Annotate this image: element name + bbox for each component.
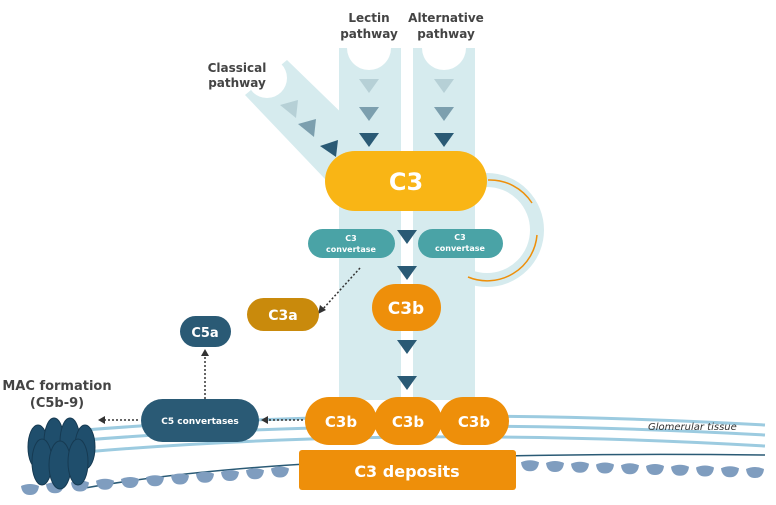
podocyte-foot xyxy=(721,466,739,478)
svg-text:C3: C3 xyxy=(345,234,356,243)
podocyte-foot xyxy=(246,468,264,480)
c3b-deposit-3: C3b xyxy=(439,397,509,445)
c3b-deposit-2: C3b xyxy=(374,397,442,445)
c3-deposits-node: C3 deposits xyxy=(299,450,516,490)
lectin-band xyxy=(339,48,401,400)
svg-text:convertase: convertase xyxy=(435,244,486,253)
c3b-node: C3b xyxy=(372,284,441,331)
mac-complex-icon xyxy=(27,417,96,490)
podocyte-foot xyxy=(671,464,689,476)
svg-text:C3: C3 xyxy=(389,168,423,196)
podocyte-foot xyxy=(196,471,214,483)
podocyte-foot xyxy=(221,470,239,481)
pathway-arrows xyxy=(280,79,454,390)
mac-label: MAC formation(C5b-9) xyxy=(2,379,111,411)
tissue-label: Glomerular tissue xyxy=(648,422,737,433)
pathway-bands xyxy=(245,48,544,400)
svg-text:convertase: convertase xyxy=(326,245,377,254)
podocyte-foot xyxy=(121,477,139,488)
svg-text:C3: C3 xyxy=(454,233,465,242)
podocyte-foot xyxy=(746,467,764,479)
loop-arrow-bottom xyxy=(467,234,538,282)
podocyte-foot xyxy=(171,473,189,485)
podocyte-foot xyxy=(546,461,564,473)
podocyte-foot xyxy=(146,475,164,487)
podocyte-foot xyxy=(696,465,714,477)
podocyte-foot xyxy=(621,463,639,475)
podocyte-foot xyxy=(596,462,614,474)
svg-text:C5 convertases: C5 convertases xyxy=(161,417,239,427)
c3b-deposit-1: C3b xyxy=(305,397,377,445)
c3-convertase-left: C3 convertase xyxy=(308,229,395,258)
podocyte-foot xyxy=(646,464,664,476)
svg-text:C3a: C3a xyxy=(268,308,297,324)
svg-text:C3 deposits: C3 deposits xyxy=(354,462,459,481)
svg-text:C3b: C3b xyxy=(458,413,490,431)
svg-text:C3b: C3b xyxy=(388,299,424,319)
c3a-node: C3a xyxy=(247,298,319,331)
podocyte-foot xyxy=(521,460,539,472)
podocyte-foot xyxy=(96,478,114,490)
podocyte-foot xyxy=(271,466,289,478)
c3-convertase-right: C3 convertase xyxy=(418,229,503,258)
c5a-node: C5a xyxy=(180,316,231,347)
svg-text:C3b: C3b xyxy=(325,413,357,431)
podocyte-foot xyxy=(21,484,39,495)
c3-node: C3 xyxy=(325,151,487,211)
svg-text:C5a: C5a xyxy=(191,326,218,341)
c5-convertases-node: C5 convertases xyxy=(141,399,259,442)
svg-text:C3b: C3b xyxy=(392,413,424,431)
dotted-arrows xyxy=(103,267,361,421)
podocytes xyxy=(21,460,764,495)
podocyte-foot xyxy=(571,461,589,473)
loop-arrow-top xyxy=(487,179,533,204)
